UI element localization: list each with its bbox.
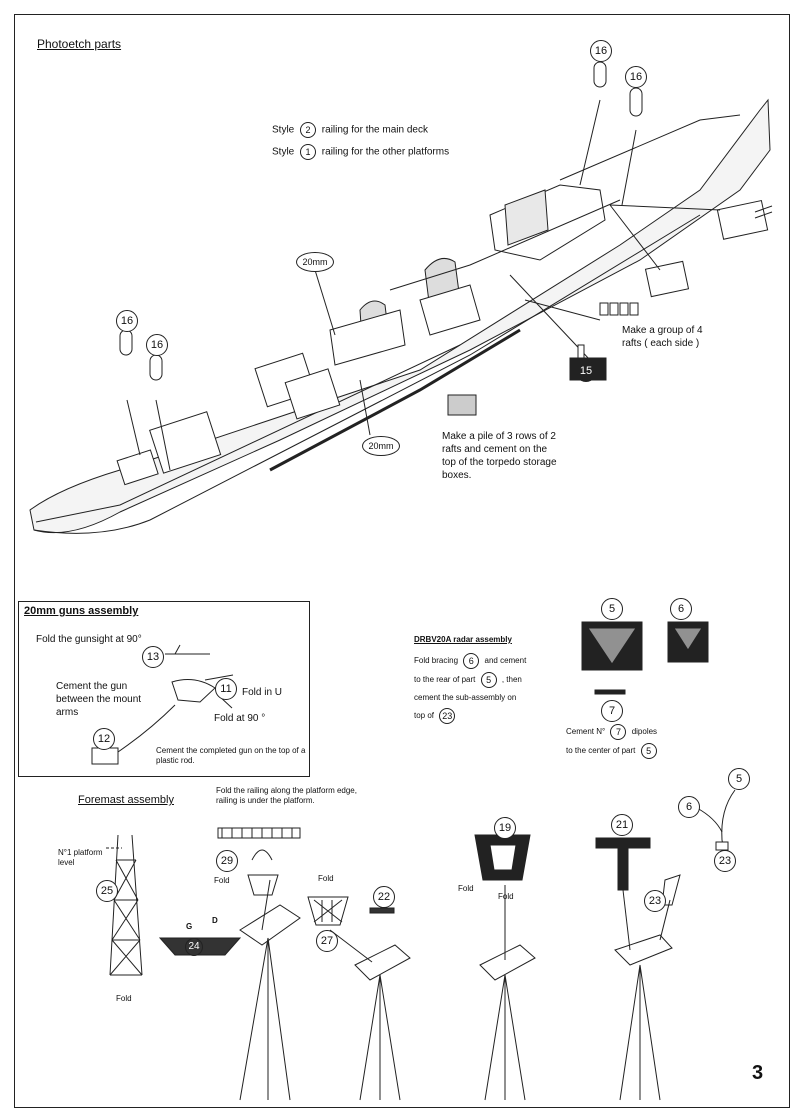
radar-part-7-callout: 7: [601, 700, 623, 722]
part-22-callout: 22: [373, 886, 395, 908]
dipoles-line-2-pre: to the center of part: [566, 746, 636, 756]
radar-line-1-num: 6: [463, 653, 480, 669]
radar-line-4: top of 23: [414, 708, 458, 724]
dipoles-num: 7: [610, 724, 627, 740]
part-21-callout: 21: [611, 814, 633, 836]
mast-4: [614, 934, 673, 966]
radar-part-7: [594, 689, 626, 695]
style-main-note: Style 2 railing for the main deck: [272, 122, 428, 138]
fold-29-note: Fold: [214, 876, 230, 885]
radar-line-1-pre: Fold bracing: [414, 656, 459, 666]
part-29-callout: 29: [216, 850, 238, 872]
part-16-callout: 16: [116, 310, 138, 332]
fold-19a-note: Fold: [458, 884, 474, 893]
dipoles-line-2: to the center of part 5: [566, 743, 660, 759]
mast-2: [354, 944, 411, 981]
radar-line-2: to the rear of part 5 , then: [414, 672, 522, 688]
radar-title: DRBV20A radar assembly: [414, 635, 512, 644]
part-11-callout: 11: [215, 678, 237, 700]
part-6-callout: 6: [678, 796, 700, 818]
style-other-pre: Style: [272, 146, 295, 158]
dipoles-line-1: Cement N° 7 dipoles: [566, 724, 657, 740]
radar-line-2-post: , then: [501, 675, 522, 685]
fold-railing-note: Fold the railing along the platform edge…: [216, 786, 357, 805]
part-12-callout: 12: [93, 728, 115, 750]
part-16-callout: 16: [625, 66, 647, 88]
style-main-pre: Style: [272, 124, 295, 136]
radar-line-1-post: and cement: [484, 656, 527, 666]
fold-90-note: Fold at 90 °: [214, 713, 266, 724]
part-13-callout: 13: [142, 646, 164, 668]
radar-line-2-num: 5: [480, 672, 497, 688]
part-24-callout: 24: [185, 938, 203, 956]
dipoles-post: dipoles: [631, 727, 658, 737]
part-15-callout: 15: [575, 360, 597, 382]
mast-1: [239, 904, 301, 946]
rafts-group-note: Make a group of 4 rafts ( each side ): [622, 325, 703, 349]
label-20mm: 20mm: [362, 436, 400, 456]
style-other-post: railing for the other platforms: [321, 146, 450, 158]
radar-line-4-num: 23: [439, 708, 456, 724]
guns-title: 20mm guns assembly: [24, 605, 139, 617]
ship-hull: [29, 98, 771, 534]
rafts-pile-note: Make a pile of 3 rows of 2 rafts and cem…: [442, 431, 557, 481]
fold-25-note: Fold: [116, 994, 132, 1003]
style-main-post: railing for the main deck: [321, 124, 428, 136]
cement-completed-note: Cement the completed gun on the top of a…: [156, 746, 306, 765]
page-number: 3: [752, 1062, 764, 1084]
d-label: D: [212, 916, 218, 925]
part-16-callout: 16: [590, 40, 612, 62]
fold-u-note: Fold in U: [242, 687, 283, 698]
fold-27-note: Fold: [318, 874, 334, 883]
part-23-callout: 23: [644, 890, 666, 912]
foremast-lattice: [109, 834, 143, 976]
fold-19b-note: Fold: [498, 892, 514, 901]
fold-gunsight-note: Fold the gunsight at 90°: [36, 634, 142, 645]
photoetch-title: Photoetch parts: [37, 37, 122, 51]
foremast-title: Foremast assembly: [78, 794, 174, 806]
radar-part-5-callout: 5: [601, 598, 623, 620]
dipoles-line-2-num: 5: [640, 743, 657, 759]
part-19-callout: 19: [494, 817, 516, 839]
radar-part-6-callout: 6: [670, 598, 692, 620]
radar-line-1: Fold bracing 6 and cement: [414, 653, 526, 669]
mast-3: [479, 944, 536, 981]
part-27-callout: 27: [316, 930, 338, 952]
part-5-callout: 5: [728, 768, 750, 790]
radar-line-4-pre: top of: [414, 711, 435, 721]
part-23b-callout: 23: [714, 850, 736, 872]
style-other-num: 1: [300, 144, 317, 160]
part-16-callout: 16: [146, 334, 168, 356]
platform-level-note: N°1 platform level: [58, 848, 103, 867]
dipoles-pre: Cement N°: [566, 727, 606, 737]
label-20mm: 20mm: [296, 252, 334, 272]
radar-line-3: cement the sub-assembly on: [414, 693, 517, 702]
cement-gun-note: Cement the gun between the mount arms: [56, 681, 142, 718]
guns-assembly-box: [18, 601, 310, 777]
g-label: G: [186, 922, 193, 931]
style-main-num: 2: [300, 122, 317, 138]
radar-line-2-pre: to the rear of part: [414, 675, 476, 685]
part-25-callout: 25: [96, 880, 118, 902]
page-frame: [14, 14, 790, 1108]
style-other-note: Style 1 railing for the other platforms: [272, 144, 449, 160]
